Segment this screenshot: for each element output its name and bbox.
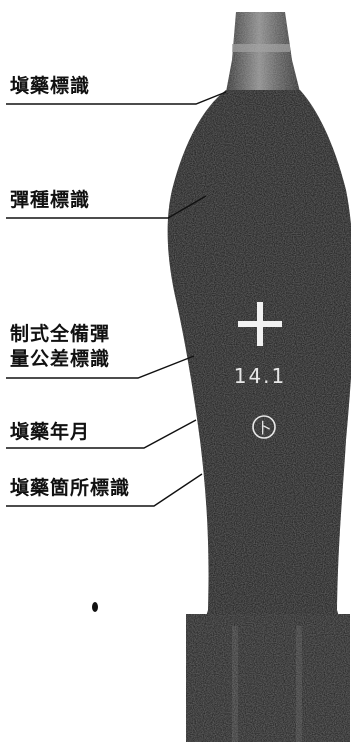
leader-filling-mark xyxy=(6,91,227,105)
label-weight-tolerance-line1: 制式全備彈 xyxy=(10,323,111,345)
cross-marking xyxy=(238,302,282,346)
filling-place-circle xyxy=(252,415,276,439)
cross-char: + xyxy=(0,0,1,1)
ink-speck xyxy=(92,602,98,612)
label-shell-type-mark: 彈種標識 xyxy=(10,189,91,211)
label-filling-mark: 塡藥標識 xyxy=(10,75,91,97)
filling-place-char: 卜 xyxy=(256,419,271,437)
leader-filling-place xyxy=(6,473,203,507)
leader-filling-date xyxy=(6,419,197,449)
leader-shell-type xyxy=(6,195,207,219)
label-filling-date: 塡藥年月 xyxy=(10,421,91,443)
leader-weight-tolerance xyxy=(6,355,195,379)
label-weight-tolerance-line2: 量公差標識 xyxy=(10,348,111,370)
surface-texture xyxy=(167,12,351,742)
label-filling-place-mark: 塡藥箇所標識 xyxy=(10,477,131,499)
weight-code: 14.1 xyxy=(234,364,287,388)
leader-lines xyxy=(6,91,227,507)
